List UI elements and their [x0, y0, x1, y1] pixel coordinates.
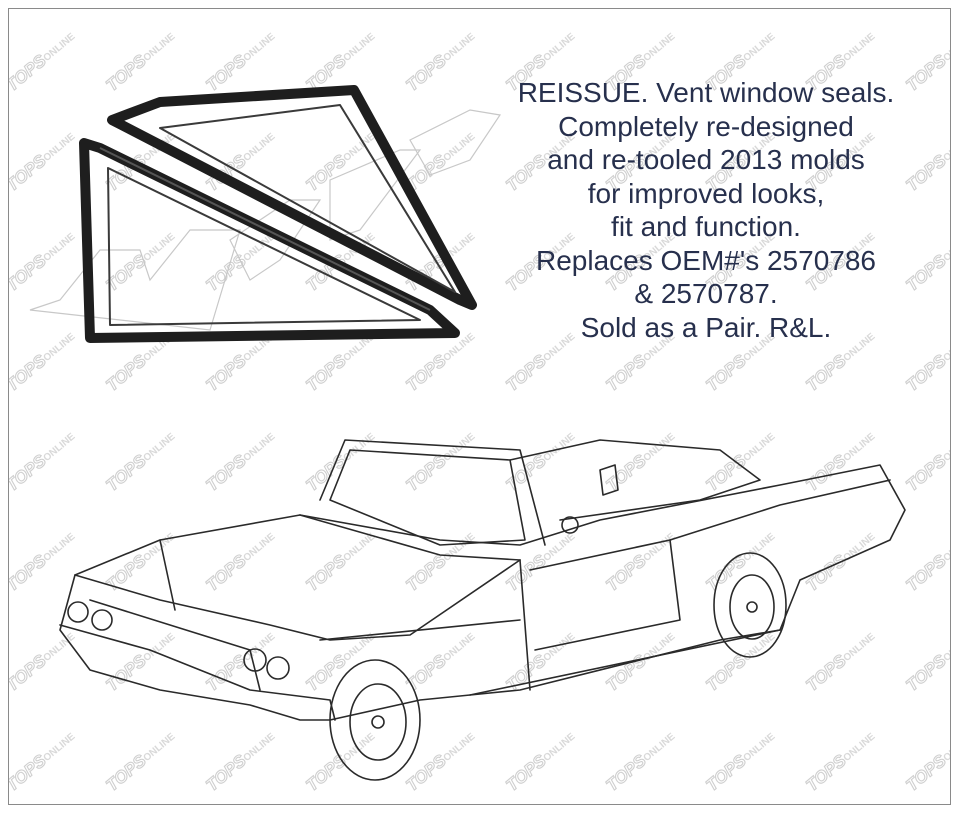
description-line: Completely re-designed [558, 110, 854, 142]
description-line: and re-tooled 2013 molds [547, 144, 865, 175]
image-border [8, 8, 951, 805]
description-line: for improved looks, [587, 177, 825, 209]
description-line: REISSUE. Vent window seals. [517, 77, 895, 108]
description-line: & 2570787. [634, 278, 778, 309]
vent-seal-right [107, 85, 477, 310]
description-line: Sold as a Pair. R&L. [580, 311, 832, 343]
description-line: fit and function. [611, 211, 801, 242]
watermark-layer [9, 9, 950, 804]
product-description: REISSUE. Vent window seals. Completely r… [470, 76, 942, 344]
description-line: Replaces OEM#'s 2570786 [536, 244, 876, 276]
convertible-car-drawing [59, 439, 906, 781]
vent-seal-left [79, 138, 460, 343]
